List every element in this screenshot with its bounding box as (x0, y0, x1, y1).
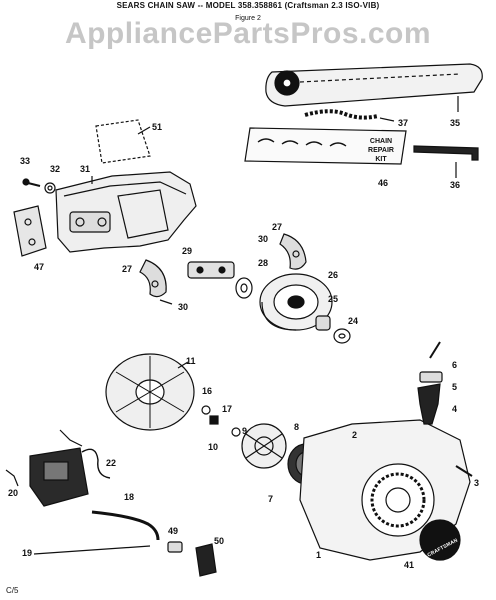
corner-label: C/5 (6, 586, 19, 595)
part-label-49: 49 (168, 526, 179, 536)
flywheel (105, 353, 195, 431)
part-label-18: 18 (124, 492, 135, 502)
part-label-9: 9 (242, 426, 248, 436)
watermark: AppliancePartsPros.com (64, 17, 432, 50)
part-label-31: 31 (80, 164, 91, 174)
drive-sprocket (315, 315, 351, 344)
craftsman-badge (419, 519, 461, 561)
spark-plug-boot (167, 541, 217, 577)
part-label-19: 19 (22, 548, 33, 558)
diagram-title: SEARS CHAIN SAW -- MODEL 358.358861 (Cra… (116, 1, 380, 10)
part-label-10: 10 (208, 442, 219, 452)
saw-chain (304, 109, 395, 122)
hex-wrench (413, 145, 479, 178)
part-label-11: 11 (186, 356, 196, 366)
part-label-28: 28 (258, 258, 269, 268)
part-label-1: 1 (316, 550, 322, 560)
ignition-module (29, 429, 111, 507)
clutch-shoe-left (139, 259, 173, 305)
ground-wire (5, 469, 19, 487)
part-label-2: 2 (352, 430, 358, 440)
part-label-26: 26 (328, 270, 339, 280)
clutch-shoe-right (279, 233, 307, 270)
spark-plug-lead (33, 510, 160, 555)
part-label-37: 37 (398, 118, 409, 128)
chain-repair-kit (244, 127, 407, 165)
guide-bar (265, 63, 483, 112)
part-label-32: 32 (50, 164, 61, 174)
part-label-25: 25 (328, 294, 339, 304)
sprocket-cover (55, 171, 197, 253)
part-label-6: 6 (452, 360, 458, 370)
part-label-41: 41 (404, 560, 415, 570)
part-label-5: 5 (452, 382, 458, 392)
part-label-24: 24 (348, 316, 359, 326)
clutch-drum (259, 273, 333, 331)
chain-repair-kit-label: CHAIN REPAIR KIT (368, 138, 394, 163)
part-label-30-right: 30 (258, 234, 269, 244)
decal-outline (95, 119, 151, 164)
part-label-36: 36 (450, 180, 461, 190)
part-label-27-left: 27 (122, 264, 133, 274)
flywheel-nut-set (201, 405, 241, 437)
part-label-47: 47 (34, 262, 45, 272)
part-label-3: 3 (474, 478, 480, 488)
part-label-16: 16 (202, 386, 213, 396)
housing-screw (455, 465, 473, 477)
bar-bolt (22, 178, 56, 194)
bar-plate (13, 205, 47, 257)
part-label-17: 17 (222, 404, 233, 414)
starter-pulley (241, 423, 287, 469)
part-label-51: 51 (152, 122, 163, 132)
starter-handle (417, 341, 443, 425)
part-label-35: 35 (450, 118, 461, 128)
part-label-8: 8 (294, 422, 300, 432)
part-label-7: 7 (268, 494, 274, 504)
part-label-20: 20 (8, 488, 19, 498)
part-label-33: 33 (20, 156, 31, 166)
figure-label: Figure 2 (235, 15, 261, 22)
part-label-29: 29 (182, 246, 193, 256)
clutch-washer (235, 277, 253, 299)
part-label-27-right: 27 (272, 222, 283, 232)
clutch-hub (187, 261, 235, 279)
part-label-46: 46 (378, 178, 389, 188)
part-label-30-left: 30 (178, 302, 189, 312)
part-label-50: 50 (214, 536, 225, 546)
part-label-22: 22 (106, 458, 117, 468)
part-label-4: 4 (452, 404, 458, 414)
